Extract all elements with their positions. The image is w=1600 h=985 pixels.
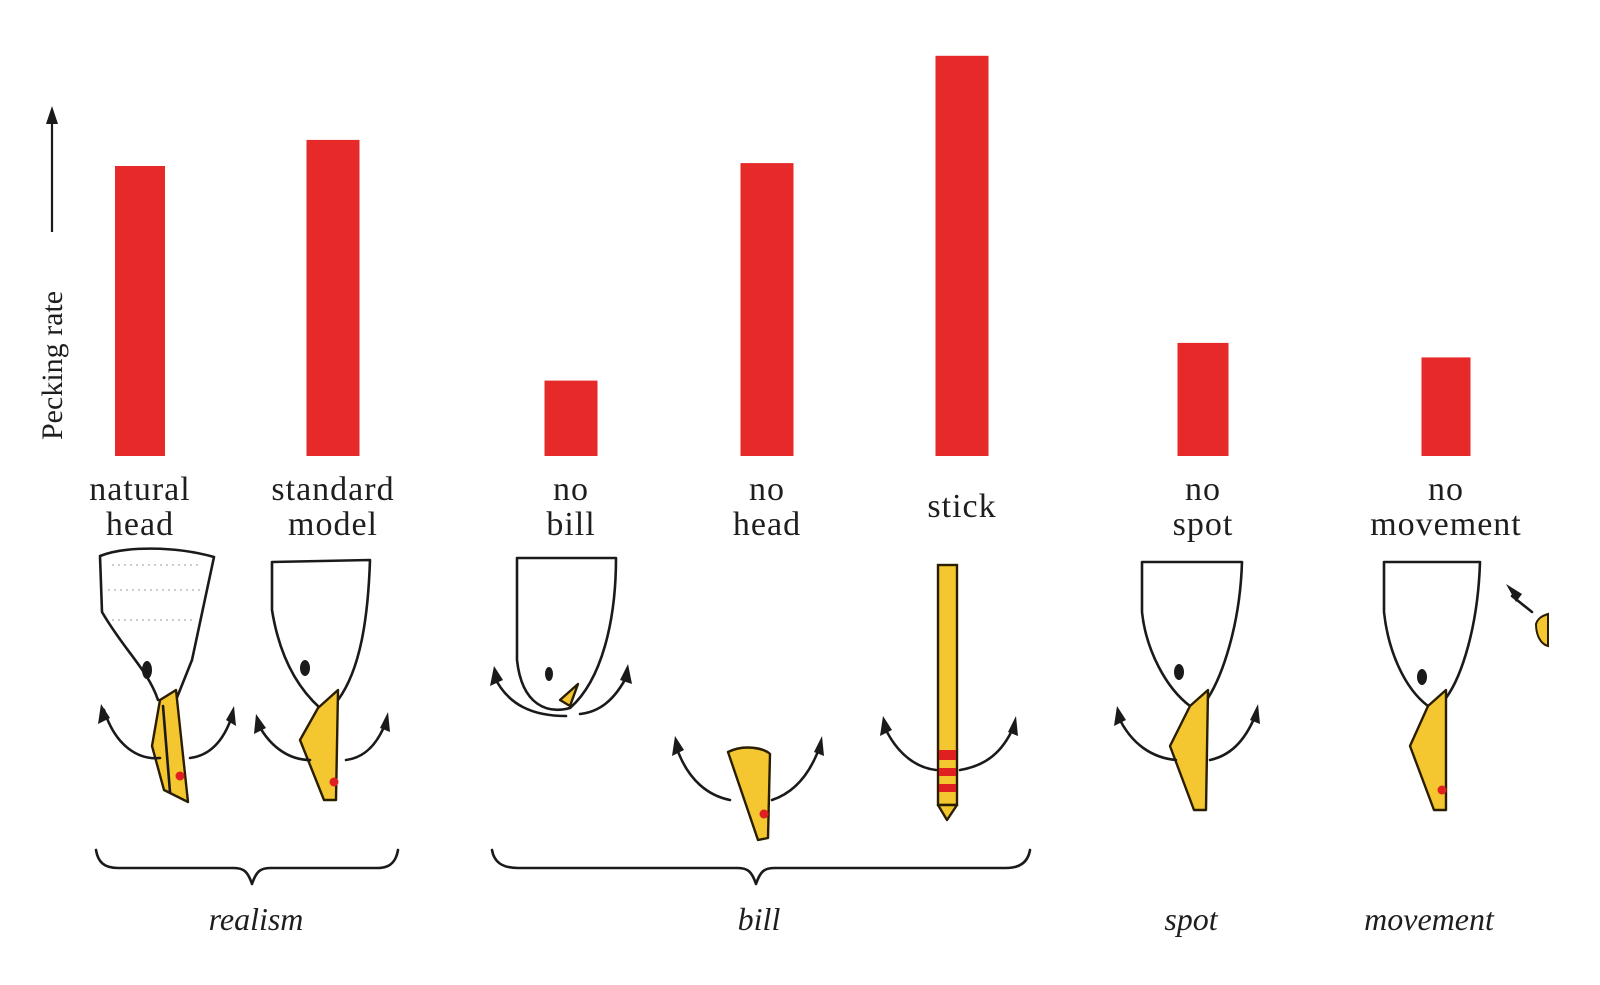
y-axis: Pecking rate (36, 106, 69, 440)
bar-standard-model (306, 139, 360, 456)
bars (115, 55, 1471, 457)
group-label-movement: movement (1364, 901, 1495, 937)
head-without-bill-icon (490, 556, 632, 718)
group-label-bill: bill (738, 901, 781, 937)
bill-only-icon (672, 736, 824, 842)
bar-no-spot (1177, 342, 1229, 456)
bar-no-head (740, 163, 794, 456)
bar-no-bill (544, 380, 598, 456)
group-braces (94, 848, 1032, 886)
y-axis-arrow-head (46, 106, 58, 124)
stick-icon (880, 563, 1018, 822)
head-without-spot-icon (1114, 560, 1260, 812)
group-labels: realism bill spot movement (209, 901, 1495, 937)
bar-natural-head (115, 166, 165, 456)
brace-realism (94, 848, 400, 886)
brace-bill (490, 848, 1032, 886)
group-label-realism: realism (209, 901, 304, 937)
natural-gull-head-icon (98, 547, 236, 804)
model-gull-head-icon (254, 558, 390, 802)
bar-stick (935, 55, 989, 457)
y-axis-label: Pecking rate (36, 291, 69, 440)
head-no-movement-icon (1382, 560, 1549, 812)
tick-label-stick: stick (927, 488, 996, 525)
group-label-spot: spot (1164, 901, 1218, 937)
bar-no-movement (1421, 357, 1471, 456)
illustrations (98, 547, 1549, 842)
